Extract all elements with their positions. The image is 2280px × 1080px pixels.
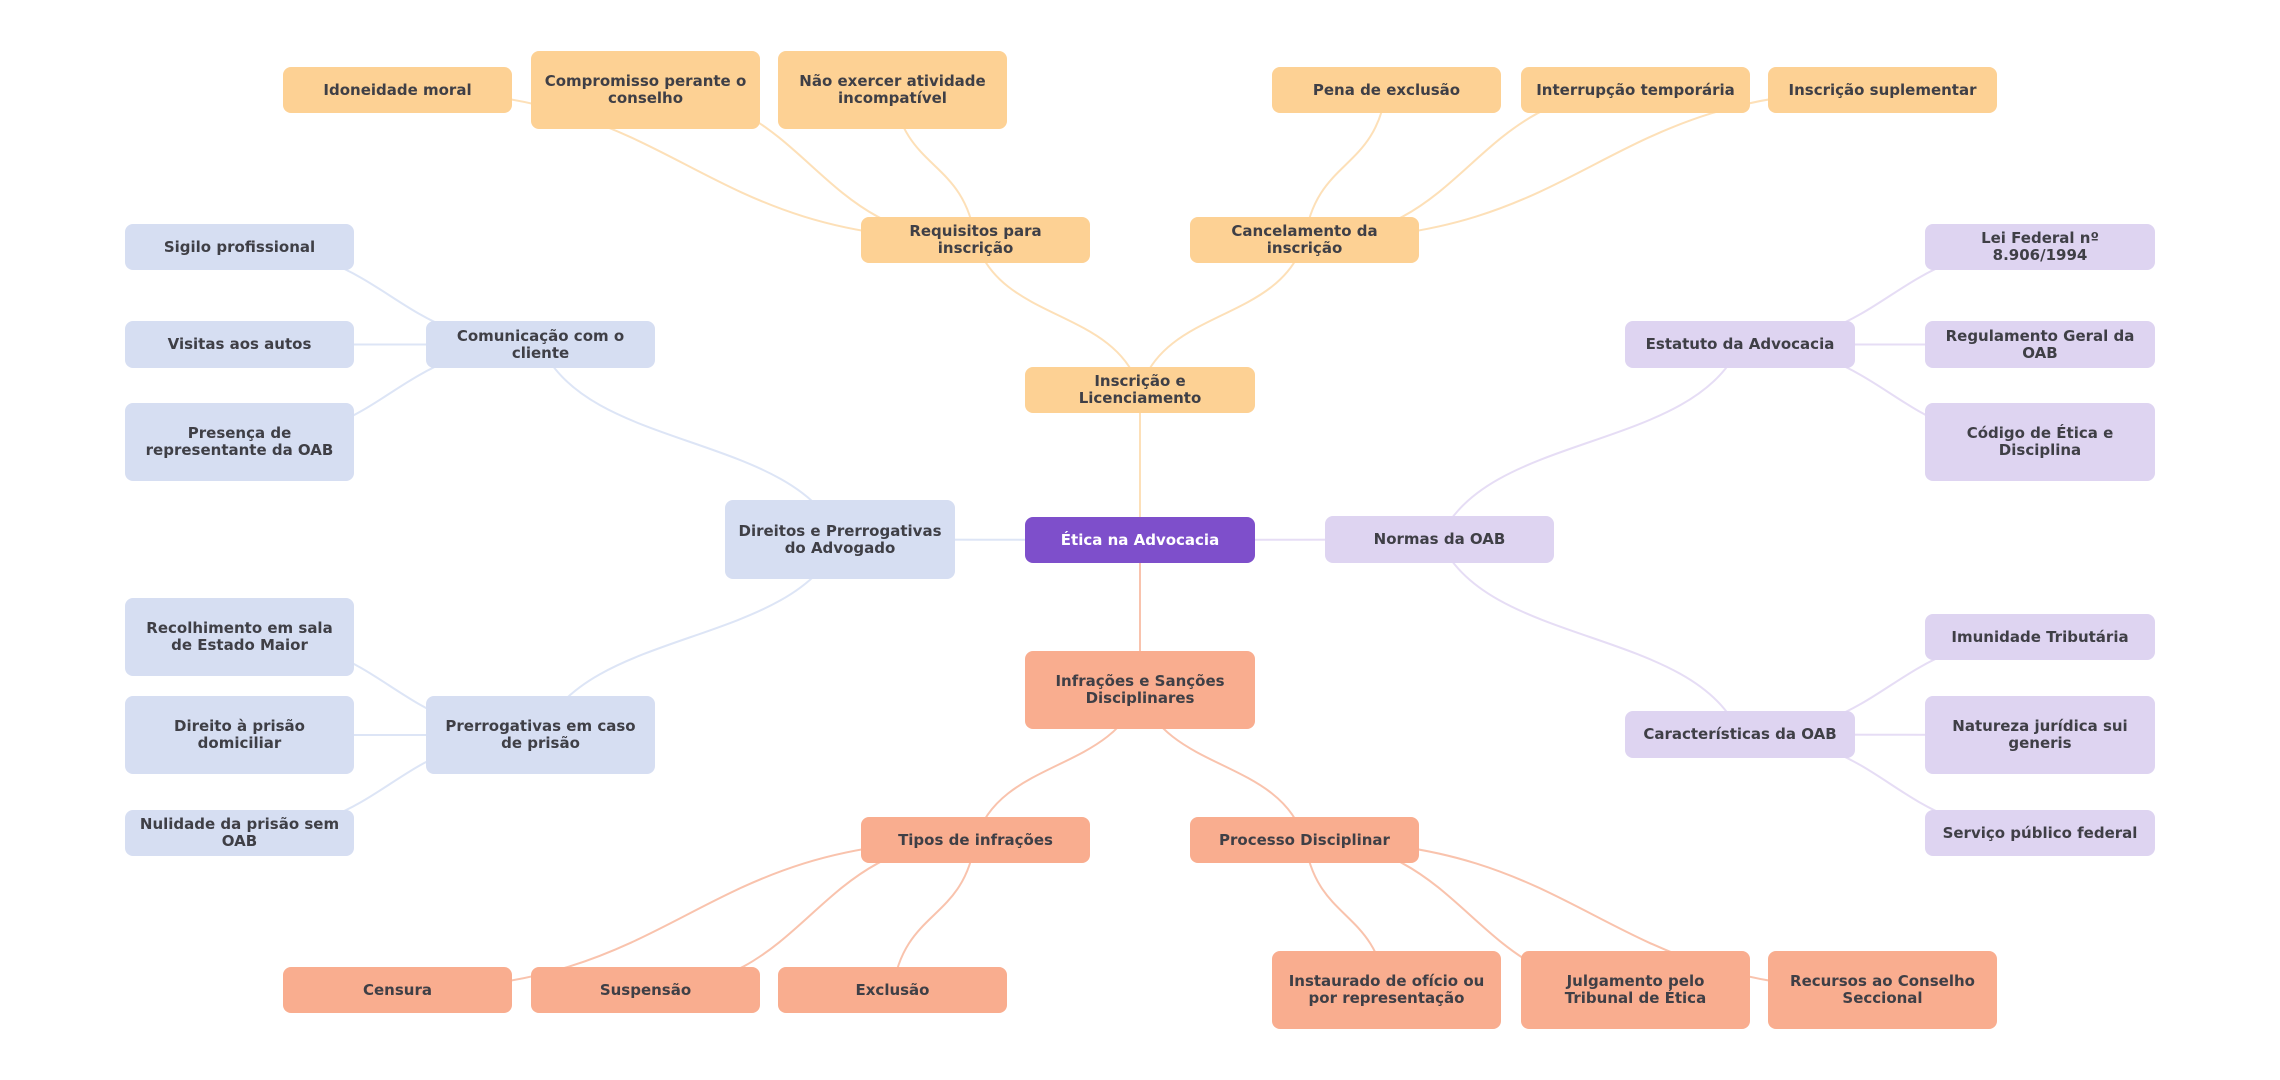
node-suspensao[interactable]: Suspensão (531, 967, 760, 1013)
node-idoneidade-moral[interactable]: Idoneidade moral (283, 67, 512, 113)
node-label: Inscrição suplementar (1788, 80, 1977, 99)
node-imunidade-tributaria[interactable]: Imunidade Tributária (1925, 614, 2155, 660)
node-label: Processo Disciplinar (1219, 830, 1390, 849)
node-visitas-autos[interactable]: Visitas aos autos (125, 321, 354, 368)
edge-inscricao-cancelamento (1139, 239, 1306, 391)
root-node-label: Ética na Advocacia (1060, 530, 1220, 549)
node-nao-exercer-atividade[interactable]: Não exercer atividade incompatível (778, 51, 1007, 129)
node-infracoes-sancoes[interactable]: Infrações e Sanções Disciplinares (1025, 651, 1255, 729)
node-julgamento-tribunal[interactable]: Julgamento pelo Tribunal de Ética (1521, 951, 1750, 1029)
node-label: Estatuto da Advocacia (1645, 335, 1835, 353)
node-exclusao[interactable]: Exclusão (778, 967, 1007, 1013)
node-prerrogativas-prisao[interactable]: Prerrogativas em caso de prisão (426, 696, 655, 774)
node-lei-federal[interactable]: Lei Federal nº 8.906/1994 (1925, 224, 2155, 270)
node-label: Código de Ética e Disciplina (1966, 424, 2114, 459)
edge-normas-estatuto (1438, 344, 1741, 540)
node-inscricao-suplementar[interactable]: Inscrição suplementar (1768, 67, 1997, 113)
node-label: Presença de representante da OAB (145, 424, 334, 459)
node-label: Suspensão (599, 980, 692, 999)
node-nulidade-prisao[interactable]: Nulidade da prisão sem OAB (125, 810, 354, 856)
node-label: Interrupção temporária (1536, 80, 1735, 99)
node-label: Imunidade Tributária (1951, 627, 2129, 646)
node-label: Serviço público federal (1942, 823, 2138, 842)
node-requisitos-inscricao[interactable]: Requisitos para inscrição (861, 217, 1090, 263)
node-tipos-infracoes[interactable]: Tipos de infrações (861, 817, 1090, 863)
node-interrupcao-temporaria[interactable]: Interrupção temporária (1521, 67, 1750, 113)
node-recursos-conselho[interactable]: Recursos ao Conselho Seccional (1768, 951, 1997, 1029)
node-label: Comunicação com o cliente (456, 326, 625, 362)
node-label: Natureza jurídica sui generis (1952, 717, 2128, 752)
node-label: Instaurado de ofício ou por representaçã… (1288, 972, 1485, 1007)
node-label: Pena de exclusão (1312, 80, 1461, 99)
node-compromisso-conselho[interactable]: Compromisso perante o conselho (531, 51, 760, 129)
node-servico-publico[interactable]: Serviço público federal (1925, 810, 2155, 856)
node-regulamento-geral[interactable]: Regulamento Geral da OAB (1925, 321, 2155, 368)
node-label: Características da OAB (1643, 725, 1837, 743)
node-label: Julgamento pelo Tribunal de Ética (1564, 972, 1707, 1007)
node-label: Inscrição e Licenciamento (1078, 372, 1202, 407)
node-label: Infrações e Sanções Disciplinares (1055, 672, 1225, 707)
node-label: Requisitos para inscrição (909, 222, 1042, 257)
node-prisao-domiciliar[interactable]: Direito à prisão domiciliar (125, 696, 354, 774)
node-label: Sigilo profissional (163, 237, 316, 256)
node-label: Idoneidade moral (323, 80, 472, 99)
node-label: Nulidade da prisão sem OAB (139, 815, 340, 850)
edge-cancelamento-pena_exclusao (1303, 89, 1388, 241)
node-label: Direito à prisão domiciliar (174, 717, 305, 752)
node-caracteristicas-oab[interactable]: Características da OAB (1625, 711, 1855, 758)
node-presenca-representante[interactable]: Presença de representante da OAB (125, 403, 354, 481)
node-label: Normas da OAB (1373, 530, 1506, 548)
node-label: Visitas aos autos (167, 335, 312, 353)
root-node[interactable]: Ética na Advocacia (1025, 517, 1255, 563)
node-comunicacao-cliente[interactable]: Comunicação com o cliente (426, 321, 655, 368)
node-direitos-prerrogativas[interactable]: Direitos e Prerrogativas do Advogado (725, 500, 955, 579)
node-censura[interactable]: Censura (283, 967, 512, 1013)
node-normas-oab[interactable]: Normas da OAB (1325, 516, 1554, 563)
node-label: Cancelamento da inscrição (1231, 222, 1378, 257)
node-label: Direitos e Prerrogativas do Advogado (738, 521, 942, 557)
node-label: Censura (363, 980, 432, 999)
node-codigo-etica[interactable]: Código de Ética e Disciplina (1925, 403, 2155, 481)
node-estatuto-advocacia[interactable]: Estatuto da Advocacia (1625, 321, 1855, 368)
node-label: Não exercer atividade incompatível (799, 72, 986, 107)
node-label: Regulamento Geral da OAB (1945, 326, 2135, 362)
node-pena-exclusao[interactable]: Pena de exclusão (1272, 67, 1501, 113)
node-processo-disciplinar[interactable]: Processo Disciplinar (1190, 817, 1419, 863)
node-label: Recolhimento em sala de Estado Maior (146, 619, 333, 654)
node-label: Recursos ao Conselho Seccional (1790, 972, 1975, 1007)
node-label: Exclusão (855, 980, 930, 999)
node-sigilo-profissional[interactable]: Sigilo profissional (125, 224, 354, 270)
node-inscricao-licenciamento[interactable]: Inscrição e Licenciamento (1025, 367, 1255, 413)
edge-normas-caracteristicas (1438, 539, 1741, 735)
node-label: Compromisso perante o conselho (544, 72, 747, 107)
edge-inscricao-requisitos (974, 239, 1141, 391)
edge-tipos-exclusao (891, 839, 977, 991)
node-instaurado-oficio[interactable]: Instaurado de ofício ou por representaçã… (1272, 951, 1501, 1029)
node-natureza-juridica[interactable]: Natureza jurídica sui generis (1925, 696, 2155, 774)
node-recolhimento-estado-maior[interactable]: Recolhimento em sala de Estado Maior (125, 598, 354, 676)
node-label: Lei Federal nº 8.906/1994 (1981, 229, 2099, 264)
node-label: Tipos de infrações (898, 830, 1053, 849)
node-label: Prerrogativas em caso de prisão (445, 717, 636, 752)
node-cancelamento-inscricao[interactable]: Cancelamento da inscrição (1190, 217, 1419, 263)
